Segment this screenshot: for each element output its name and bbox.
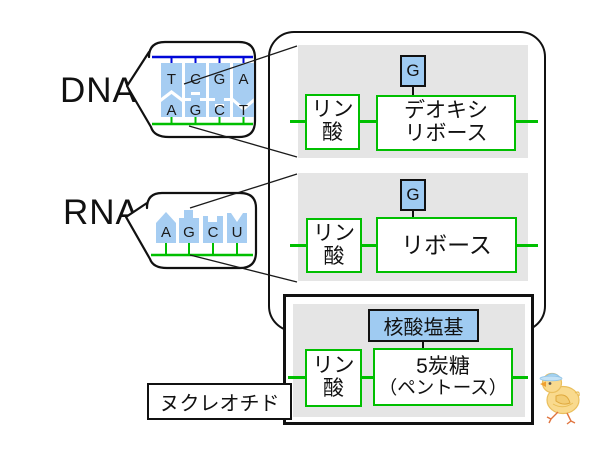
- connector-line: [290, 244, 306, 247]
- rna-nucleotide-panel: リン 酸 G リボース: [290, 173, 538, 281]
- rna-base-letters: A G C U: [161, 224, 242, 241]
- svg-text:G: G: [183, 224, 195, 241]
- base-g-box: G: [400, 179, 426, 211]
- generic-nucleotide-panel: 核酸塩基 リン 酸 5炭糖 （ペントース）: [288, 304, 528, 417]
- svg-text:C: C: [208, 224, 219, 241]
- connector-line: [362, 244, 376, 247]
- svg-text:T: T: [167, 71, 176, 88]
- connector-line: [290, 120, 305, 123]
- svg-text:G: G: [214, 71, 226, 88]
- base-g-box: G: [400, 55, 426, 87]
- dna-label: DNA: [60, 71, 137, 110]
- connector-line: [360, 120, 376, 123]
- dna-top-stems: [170, 57, 245, 63]
- dna-bottom-stems: [170, 117, 245, 124]
- connector-line: [517, 244, 538, 247]
- dna-nucleotide-panel: リン 酸 G デオキシ リボース: [290, 45, 538, 158]
- svg-text:T: T: [239, 102, 248, 119]
- svg-text:A: A: [161, 224, 171, 241]
- rna-label: RNA: [63, 193, 140, 232]
- rna-base-tiles: [156, 210, 247, 243]
- chick-mascot-icon: [539, 372, 580, 425]
- nucleobase-box: 核酸塩基: [368, 309, 479, 342]
- svg-text:A: A: [166, 102, 176, 119]
- phosphate-box: リン 酸: [305, 349, 362, 407]
- dna-speech-bubble: [125, 40, 257, 139]
- ribose-box: リボース: [376, 217, 517, 273]
- connector-line: [513, 376, 528, 379]
- base-stem: [412, 87, 414, 96]
- base-stem: [412, 211, 414, 217]
- dna-base-letters: T C G A A G C T: [166, 71, 248, 119]
- nucleotide-caption: ヌクレオチド: [147, 383, 292, 420]
- rna-stems: [165, 243, 238, 255]
- rna-speech-bubble: [124, 191, 258, 270]
- svg-text:C: C: [190, 71, 201, 88]
- phosphate-box: リン 酸: [306, 218, 362, 273]
- phosphate-box: リン 酸: [305, 94, 360, 150]
- base-stem: [422, 342, 424, 348]
- connector-line: [516, 120, 538, 123]
- dna-base-tiles: [161, 63, 254, 117]
- deoxyribose-box: デオキシ リボース: [376, 95, 516, 151]
- connector-line: [362, 376, 373, 379]
- svg-text:G: G: [190, 102, 202, 119]
- connector-line: [288, 376, 305, 379]
- pentose-box: 5炭糖 （ペントース）: [373, 348, 513, 406]
- svg-text:A: A: [238, 71, 248, 88]
- svg-text:C: C: [214, 102, 225, 119]
- svg-text:U: U: [232, 224, 243, 241]
